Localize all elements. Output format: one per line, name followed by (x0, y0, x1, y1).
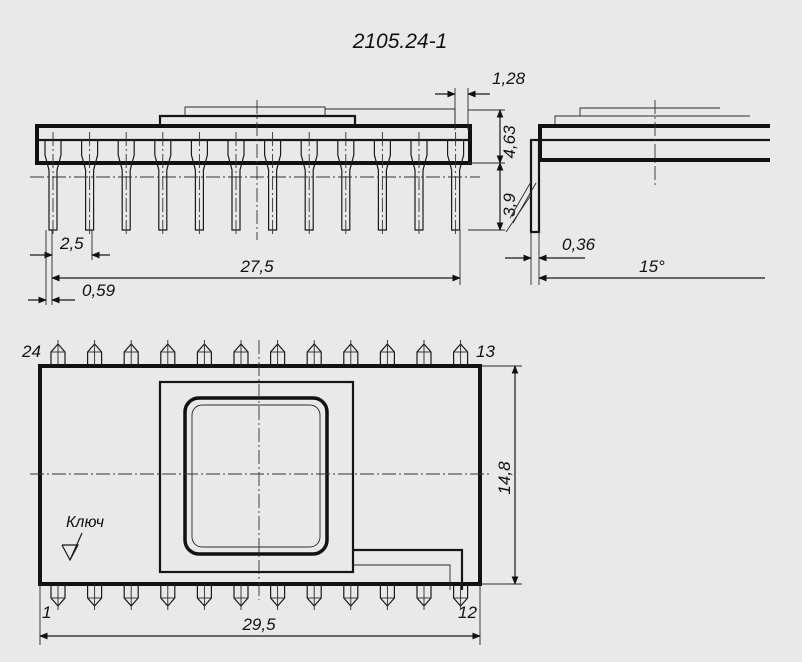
pin (343, 340, 359, 366)
pin-label-12: 12 (458, 603, 477, 622)
top-body (38, 364, 482, 586)
drawing-title: 2105.24-1 (352, 30, 448, 53)
side-lead (529, 138, 541, 234)
key-label: Ключ (66, 514, 104, 531)
pin (306, 340, 322, 366)
pin (379, 340, 395, 366)
dim-lead-offset: 0,59 (82, 281, 116, 300)
pin (416, 340, 432, 366)
top-row-pins (50, 340, 469, 366)
pin (196, 340, 212, 366)
dim-body-length: 29,5 (241, 615, 276, 634)
key-triangle-icon (61, 544, 79, 562)
front-lead (300, 132, 318, 236)
front-lead (117, 132, 135, 236)
pin (343, 584, 359, 610)
bottom-row-pins (50, 584, 469, 610)
dim-body-width: 14,8 (495, 461, 514, 495)
pin (160, 340, 176, 366)
pin (453, 584, 469, 610)
pin (270, 340, 286, 366)
front-view-leads (44, 132, 465, 236)
pin (379, 584, 395, 610)
front-lead (337, 132, 355, 236)
pin (306, 584, 322, 610)
pin-label-24: 24 (21, 342, 41, 361)
lid-window (183, 396, 329, 556)
front-lead (264, 132, 282, 236)
pin (196, 584, 212, 610)
dim-lead-width: 1,28 (492, 69, 526, 88)
cover-step-upper (184, 106, 326, 116)
pin (233, 340, 249, 366)
pin (233, 584, 249, 610)
front-lead (410, 132, 428, 236)
pin (453, 340, 469, 366)
front-lead (447, 132, 465, 236)
cover-step-lower (158, 114, 357, 125)
dim-body-height: 4,63 (500, 125, 519, 159)
pin (50, 340, 66, 366)
pin-label-13: 13 (476, 342, 495, 361)
dim-lead-span: 27,5 (239, 257, 274, 276)
pin (87, 340, 103, 366)
front-lead (373, 132, 391, 236)
package-body (35, 124, 472, 165)
pin (416, 584, 432, 610)
dim-lead-thickness: 0,36 (562, 235, 596, 254)
front-view: 4,63 3,9 1,28 2,5 27,5 0,59 (28, 69, 526, 305)
dim-pitch: 2,5 (59, 234, 84, 253)
pin (87, 584, 103, 610)
front-lead (190, 132, 208, 236)
pin (160, 584, 176, 610)
lid-frame (158, 380, 355, 574)
pin (123, 584, 139, 610)
pin (50, 584, 66, 610)
top-view: 24 13 1 12 Ключ 14,8 29,5 (21, 340, 522, 645)
dim-angle: 15° (639, 257, 665, 276)
front-lead (44, 132, 62, 236)
pin (123, 340, 139, 366)
pin (270, 584, 286, 610)
pin-label-1: 1 (42, 603, 51, 622)
front-lead (81, 132, 99, 236)
front-lead (227, 132, 245, 236)
front-lead (154, 132, 172, 236)
side-view: 0,36 15° (505, 100, 770, 285)
dim-lead-length: 3,9 (500, 193, 519, 217)
